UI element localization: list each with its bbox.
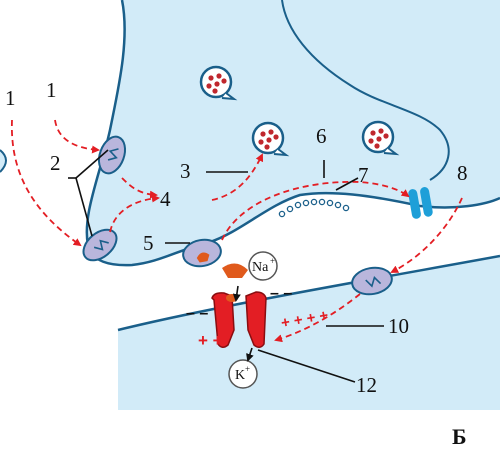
active-zone-dots	[278, 198, 350, 218]
postsynaptic-membrane	[117, 254, 500, 332]
sodium-charge: +	[270, 256, 275, 266]
label-6: 6	[316, 124, 327, 148]
vesicle-1	[199, 65, 238, 101]
vesicle-2	[251, 121, 290, 157]
efflux-arrow	[232, 285, 241, 302]
postsynaptic-cell	[118, 256, 500, 410]
presynaptic-terminal	[86, 0, 500, 266]
label-7: 7	[358, 163, 369, 187]
label-10: 10	[388, 314, 409, 338]
charge-neg-left: – –	[186, 305, 208, 322]
signal-arrows	[11, 119, 463, 343]
potassium-label: K	[235, 368, 245, 383]
charge-neg-right: – –	[270, 285, 292, 302]
label-1b: 1	[46, 78, 57, 102]
sodium-ion: Na +	[248, 251, 278, 281]
label-2: 2	[50, 151, 61, 175]
label-4: 4	[160, 187, 171, 211]
label-12: 12	[356, 373, 377, 397]
ion-channel	[211, 291, 267, 348]
label-1a: 1	[5, 86, 16, 110]
label-3: 3	[180, 159, 191, 183]
autoreceptor-top	[97, 135, 127, 175]
leader-lines	[68, 149, 384, 383]
released-transmitter	[222, 263, 248, 278]
potassium-ion: K +	[228, 359, 258, 389]
sodium-label: Na	[252, 260, 269, 275]
charge-pos-left: + +	[198, 331, 223, 350]
vesicle-3	[361, 120, 400, 156]
potassium-charge: +	[245, 364, 250, 374]
label-8: 8	[457, 161, 468, 185]
presynaptic-receptor-5	[182, 238, 222, 268]
panel-letter: Б	[452, 424, 467, 449]
axon-inner-membrane	[281, 0, 450, 181]
presynaptic-membrane	[85, 0, 500, 267]
postsynaptic-receptor	[351, 266, 393, 296]
left-cell-edge	[0, 149, 7, 173]
k-outflow-arrow	[246, 347, 254, 362]
label-5: 5	[143, 231, 154, 255]
calcium-channel	[408, 187, 433, 219]
